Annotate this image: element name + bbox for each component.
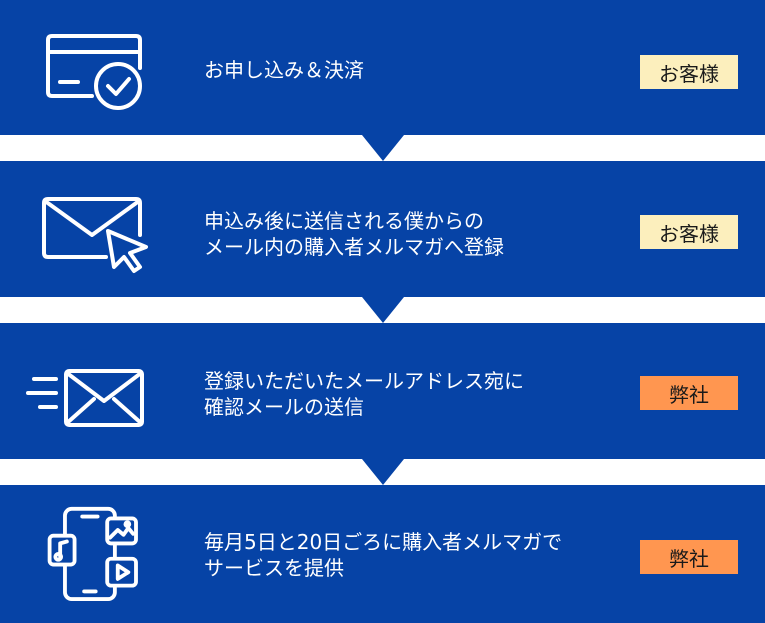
step-2-actor-badge: お客様 — [640, 215, 738, 249]
flow-step-4: 毎月5日と20日ごろに購入者メルマガで サービスを提供 弊社 — [0, 485, 765, 623]
step-arrow-1 — [362, 135, 404, 161]
step-4-actor-badge: 弊社 — [640, 540, 738, 574]
step-arrow-3 — [362, 459, 404, 485]
step-1-actor-badge: お客様 — [640, 55, 738, 89]
step-2-text: 申込み後に送信される僕からの メール内の購入者メルマガへ登録 — [204, 209, 504, 259]
step-arrow-2 — [362, 297, 404, 323]
step-1-text: お申し込み＆決済 — [204, 58, 364, 82]
envelope-send-icon — [26, 369, 144, 427]
flow-step-2: 申込み後に送信される僕からの メール内の購入者メルマガへ登録 お客様 — [0, 161, 765, 297]
smartphone-media-icon — [47, 506, 138, 601]
flow-step-3: 登録いただいたメールアドレス宛に 確認メールの送信 弊社 — [0, 323, 765, 459]
step-4-text: 毎月5日と20日ごろに購入者メルマガで サービスを提供 — [204, 530, 563, 580]
credit-card-check-icon — [46, 34, 142, 110]
envelope-cursor-icon — [42, 197, 148, 273]
flow-step-1: お申し込み＆決済 お客様 — [0, 0, 765, 135]
step-3-text: 登録いただいたメールアドレス宛に 確認メールの送信 — [204, 369, 524, 419]
step-3-actor-badge: 弊社 — [640, 376, 738, 410]
